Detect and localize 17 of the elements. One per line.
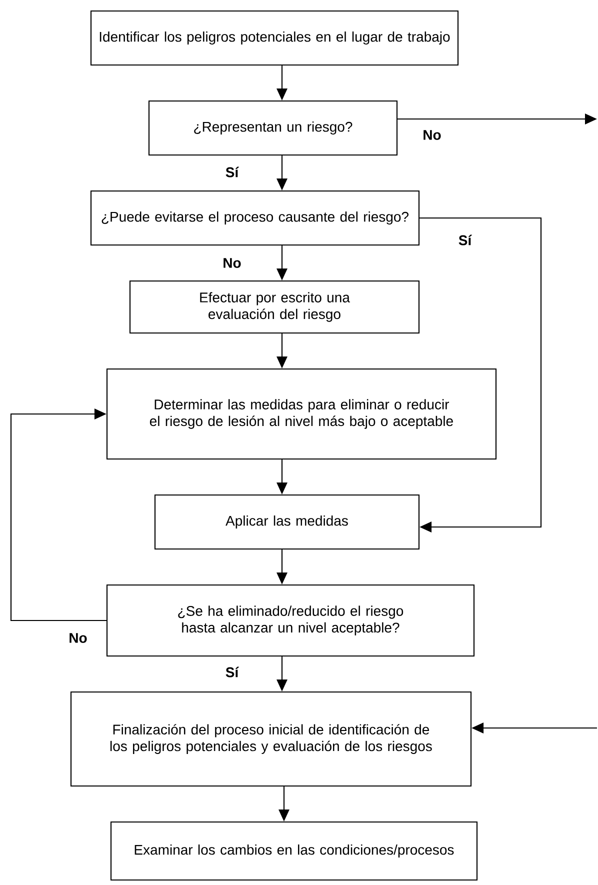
- edge-label: No: [67, 632, 89, 644]
- process-box: Identificar los peligros potenciales en el lugar de trabajo: [90, 10, 459, 66]
- edge-label: No: [421, 128, 443, 142]
- edge-label: Sí: [224, 665, 240, 679]
- decision-box: ¿Puede evitarse el proceso causante del riesgo?: [90, 190, 420, 246]
- decision-box: ¿Se ha eliminado/reducido el riesgo hasta alcanzar un nivel aceptable?: [106, 584, 475, 657]
- decision-box: ¿Representan un riesgo?: [148, 100, 398, 156]
- edge-label: No: [221, 256, 243, 270]
- process-box: Efectuar por escrito una evaluación del riesgo: [129, 280, 420, 334]
- process-box: Determinar las medidas para eliminar o reducir el riesgo de lesión al nivel más bajo o aceptable: [106, 368, 497, 460]
- edge-label: Sí: [224, 165, 240, 179]
- arrow: [420, 217, 542, 532]
- process-box: Finalización del proceso inicial de identificación de los peligros potenciales y evaluación de los riesgos: [70, 691, 472, 787]
- edge-label: Sí: [457, 233, 473, 247]
- process-box: Aplicar las medidas: [154, 494, 420, 550]
- arrow: [10, 408, 106, 622]
- process-box: Examinar los cambios en las condiciones/procesos: [110, 821, 478, 881]
